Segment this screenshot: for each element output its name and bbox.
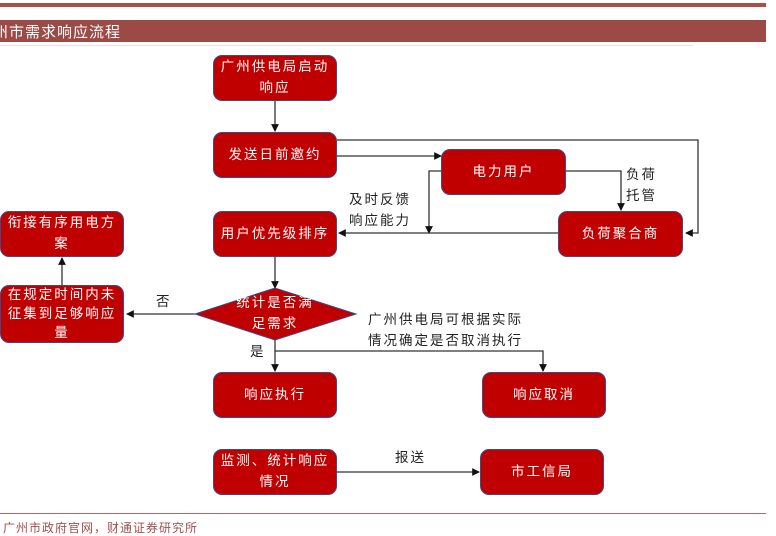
node-response-execute-text: 响应执行 bbox=[244, 386, 306, 403]
decision-diamond bbox=[193, 287, 358, 341]
node-orderly-power-text: 衔接有序用电方案 bbox=[7, 215, 117, 252]
arrow-invite-to-aggregator bbox=[337, 139, 699, 237]
bottom-rule bbox=[0, 513, 766, 514]
title-underline bbox=[0, 45, 693, 46]
label-report: 报送 bbox=[395, 448, 426, 469]
top-rule bbox=[0, 3, 766, 7]
node-power-user: 电力用户 bbox=[441, 149, 566, 195]
label-no: 否 bbox=[156, 292, 172, 313]
node-power-user-text: 电力用户 bbox=[472, 163, 535, 180]
title-bar: 州市需求响应流程 bbox=[0, 20, 766, 42]
node-send-invitation: 发送日前邀约 bbox=[213, 132, 337, 178]
node-shortfall: 在规定时间内未征集到足够响应量 bbox=[0, 285, 124, 343]
node-orderly-power: 衔接有序用电方案 bbox=[0, 211, 124, 257]
label-no-text: 否 bbox=[156, 294, 172, 310]
node-user-priority: 用户优先级排序 bbox=[213, 211, 337, 257]
node-response-cancel: 响应取消 bbox=[482, 372, 606, 418]
node-send-invitation-text: 发送日前邀约 bbox=[228, 146, 322, 163]
arrow-user-to-aggregator bbox=[566, 170, 625, 211]
node-shortfall-text: 在规定时间内未征集到足够响应量 bbox=[7, 286, 117, 341]
decision-text: 统计是否满足需求 bbox=[236, 295, 314, 332]
node-load-aggregator: 负荷聚合商 bbox=[558, 211, 683, 257]
label-load-custody-text: 负荷托管 bbox=[626, 167, 657, 204]
node-start-response: 广州供电局启动响应 bbox=[213, 55, 337, 101]
label-report-text: 报送 bbox=[395, 450, 426, 466]
node-response-execute: 响应执行 bbox=[213, 372, 337, 418]
arrow-decision-to-cancel bbox=[275, 350, 547, 372]
label-yes: 是 bbox=[250, 342, 266, 363]
node-monitor-stats: 监测、统计响应情况 bbox=[213, 449, 337, 495]
arrow-user-feedback bbox=[425, 170, 441, 234]
node-start-response-text: 广州供电局启动响应 bbox=[220, 59, 330, 96]
node-user-priority-text: 用户优先级排序 bbox=[220, 225, 330, 242]
label-yes-text: 是 bbox=[250, 344, 266, 360]
node-load-aggregator-text: 负荷聚合商 bbox=[581, 225, 660, 242]
node-industry-bureau: 市工信局 bbox=[480, 449, 604, 495]
node-monitor-stats-text: 监测、统计响应情况 bbox=[220, 453, 330, 490]
label-cancel-note-text: 广州供电局可根据实际情况确定是否取消执行 bbox=[368, 312, 523, 349]
label-feedback: 及时反馈响应能力 bbox=[349, 190, 415, 232]
decision-label: 统计是否满足需求 bbox=[235, 293, 315, 335]
figure-title: 州市需求响应流程 bbox=[0, 23, 122, 41]
node-industry-bureau-text: 市工信局 bbox=[511, 463, 573, 480]
label-load-custody: 负荷托管 bbox=[626, 165, 660, 207]
node-response-cancel-text: 响应取消 bbox=[513, 386, 575, 403]
label-feedback-text: 及时反馈响应能力 bbox=[349, 192, 411, 229]
label-cancel-note: 广州供电局可根据实际情况确定是否取消执行 bbox=[368, 310, 528, 352]
